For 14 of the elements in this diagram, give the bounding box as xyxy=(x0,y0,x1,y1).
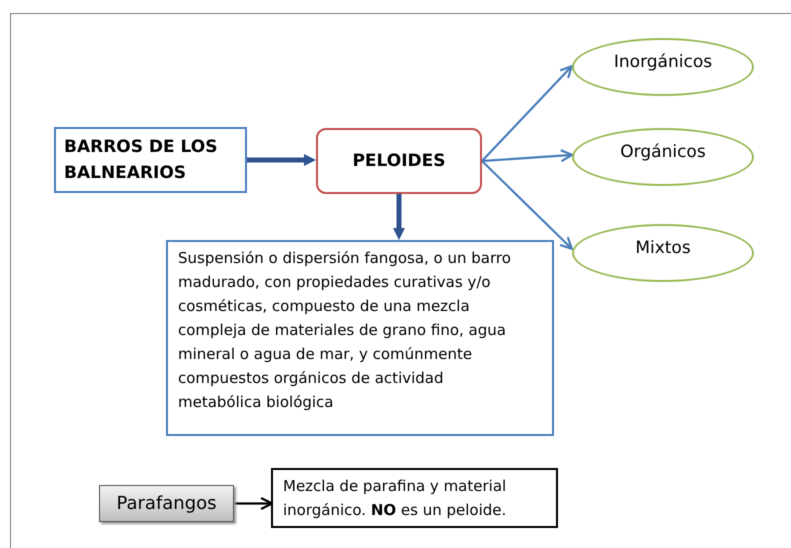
process-box: PELOIDES xyxy=(316,128,482,194)
process-box: BARROS DE LOS BALNEARIOS xyxy=(54,127,247,193)
note-box: Mezcla de parafina y material inorgánico. NO es un peloide. xyxy=(271,468,558,528)
category-ellipse: Orgánicos xyxy=(572,128,754,186)
term-box: Parafangos xyxy=(99,485,234,522)
category-ellipse: Inorgánicos xyxy=(572,38,754,96)
arrow xyxy=(393,194,405,240)
arrow xyxy=(481,160,573,250)
arrow xyxy=(482,149,574,162)
arrow xyxy=(481,65,573,162)
definition-box: Suspensión o dispersión fangosa, o un barro madurado, con propiedades curativas y/o cosméticas, compuesto de una mezcla compleja de materiales de grano fino, agua mineral o agua de mar, y comúnmente compuestos orgánicos de actividad metabólica biológica xyxy=(166,240,554,436)
arrow xyxy=(247,154,316,166)
arrow xyxy=(234,496,274,510)
category-ellipse: Mixtos xyxy=(572,224,754,282)
